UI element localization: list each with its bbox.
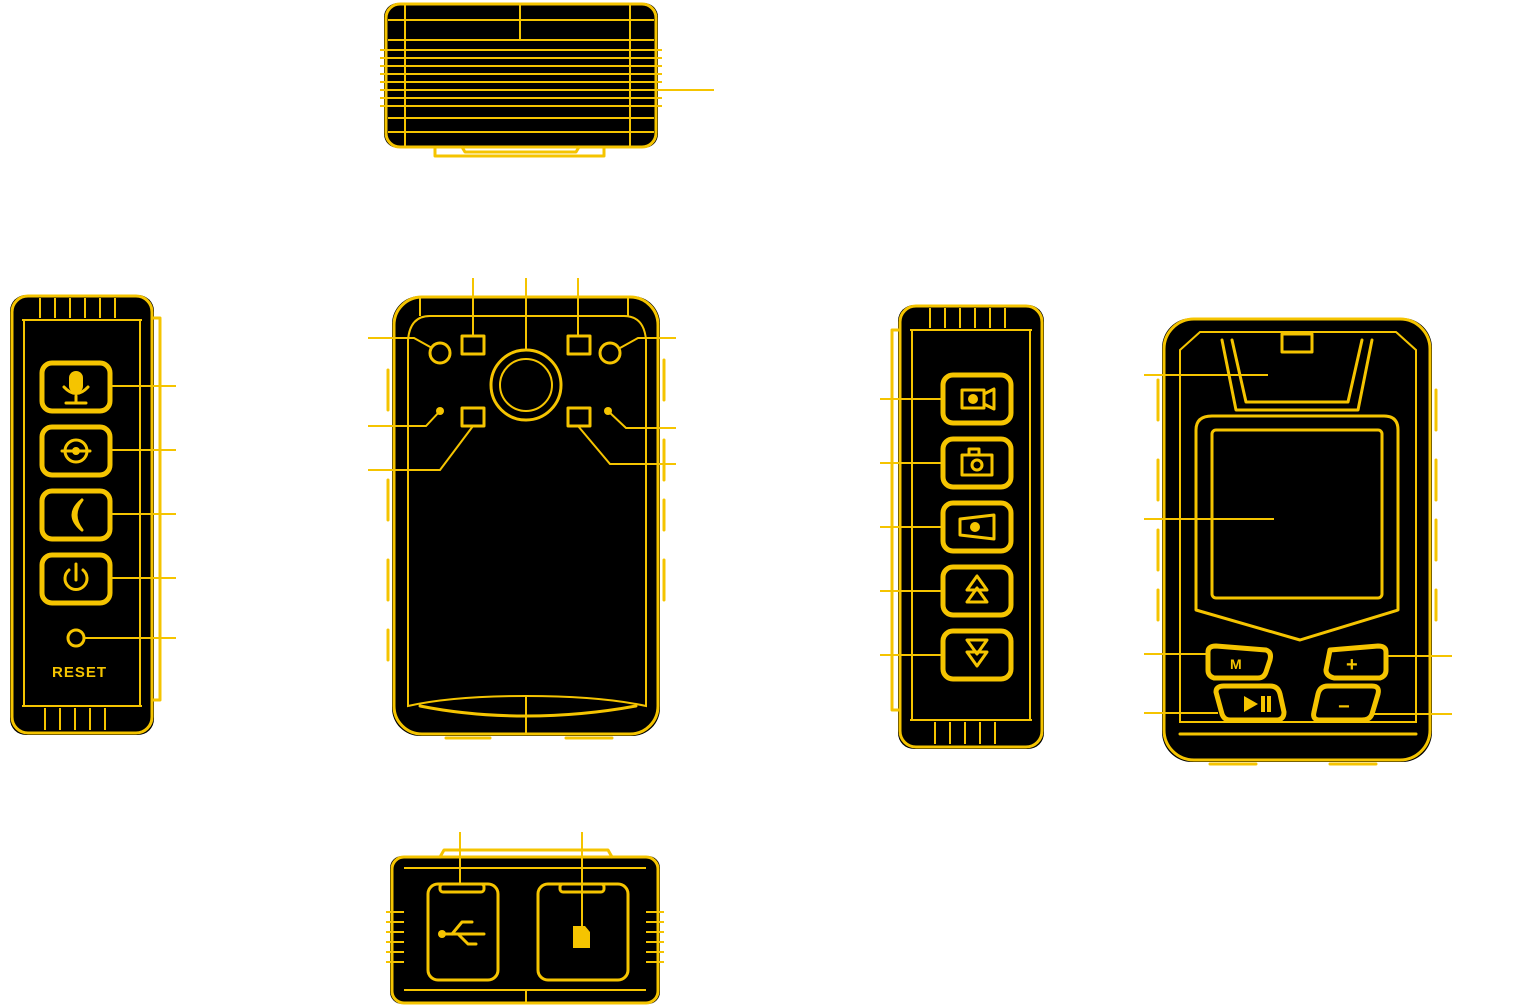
mode-button-label: M — [1230, 656, 1243, 672]
flashlight-icon — [958, 513, 996, 541]
reset-label: RESET — [52, 664, 107, 681]
play-pause-icon — [1244, 696, 1271, 712]
plus-button-label: + — [1346, 654, 1359, 676]
up-arrow-icon — [965, 574, 989, 604]
down-arrow-icon — [965, 638, 989, 668]
minus-button-label: − — [1338, 696, 1351, 718]
usb-icon — [438, 920, 486, 946]
power-icon — [63, 562, 89, 591]
back-view: M + − — [1144, 317, 1452, 766]
photo-camera-icon — [960, 447, 994, 477]
left-side-view: RESET — [10, 294, 176, 735]
bottom-view — [386, 832, 664, 1005]
video-camera-icon — [960, 387, 996, 411]
moon-icon — [71, 498, 84, 532]
right-side-view — [880, 304, 1044, 749]
front-view — [368, 278, 676, 740]
target-icon — [60, 438, 92, 464]
lcd-screen — [1210, 428, 1384, 600]
top-view — [380, 2, 714, 158]
microphone-icon — [62, 371, 90, 405]
sd-card-icon — [573, 926, 590, 948]
